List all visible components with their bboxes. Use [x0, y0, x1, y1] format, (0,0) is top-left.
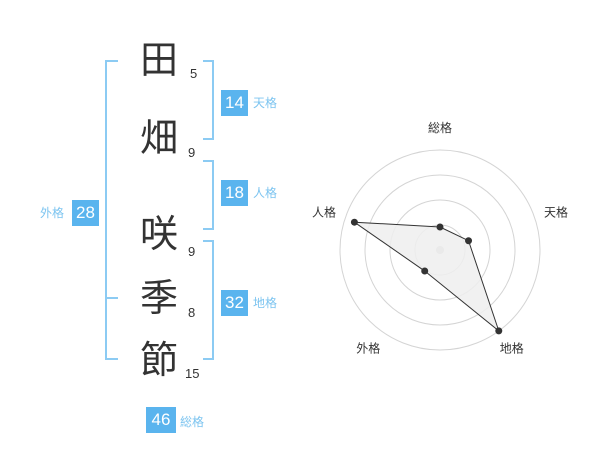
jinkaku-value: 18 [221, 180, 248, 206]
radar-axis-label: 人格 [312, 204, 336, 219]
radar-point-3 [421, 267, 429, 275]
gaikaku-value: 28 [72, 200, 99, 226]
radar-area [352, 221, 500, 333]
stroke-count: 15 [185, 366, 200, 381]
chikaku-bracket [203, 240, 214, 360]
radar-ring [389, 199, 491, 301]
chikaku-value: 32 [221, 290, 248, 316]
tenkaku-label: 天格 [253, 96, 278, 110]
bracket-divider [105, 297, 118, 299]
gaikaku-bracket [105, 60, 118, 360]
stroke-count: 9 [188, 244, 196, 259]
stroke-count: 5 [190, 66, 198, 81]
stroke-count: 9 [188, 145, 196, 160]
radar-point-1 [465, 237, 473, 245]
soukaku-value: 46 [146, 407, 176, 433]
stroke-count: 8 [188, 305, 196, 320]
soukaku-label: 総格 [180, 415, 205, 429]
radar-point-2 [495, 327, 503, 335]
jinkaku-bracket [203, 160, 214, 230]
given-char-2: 季 [139, 276, 178, 320]
surname-char-2: 畑 [139, 116, 178, 160]
radar-point-0 [436, 223, 444, 231]
radar-axis-label: 総格 [428, 120, 452, 135]
radar-axis-label: 天格 [544, 204, 568, 219]
radar-ring [339, 149, 541, 351]
given-char-3: 節 [139, 338, 178, 382]
jinkaku-label: 人格 [253, 186, 278, 200]
chikaku-label: 地格 [253, 296, 278, 310]
tenkaku-bracket [203, 60, 214, 140]
tenkaku-value: 14 [221, 90, 248, 116]
radar-point-4 [350, 218, 358, 226]
radar-axis-label: 外格 [356, 341, 380, 356]
given-char-1: 咲 [139, 212, 178, 256]
radar-axis-label: 地格 [500, 341, 524, 356]
radar-ring [364, 174, 516, 326]
surname-char-1: 田 [139, 38, 178, 82]
gaikaku-label: 外格 [40, 206, 65, 220]
